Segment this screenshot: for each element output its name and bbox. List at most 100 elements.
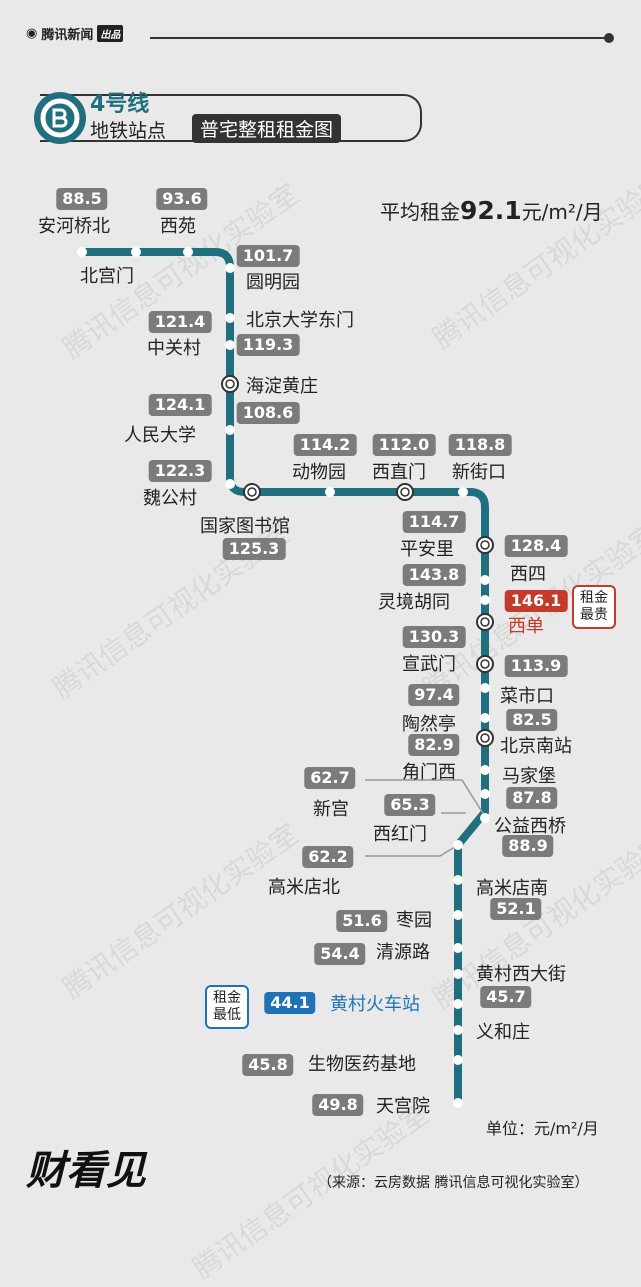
- station-marker: [453, 875, 463, 885]
- station-rent-value: 52.1: [490, 898, 542, 920]
- average-rent: 平均租金92.1元/m²/月: [380, 196, 603, 225]
- transfer-icon: [480, 659, 490, 669]
- header-rule-dot: [604, 33, 614, 43]
- station-name: 西苑: [160, 216, 196, 237]
- connector-line: [365, 779, 485, 816]
- source-note: （来源：云房数据 腾讯信息可视化实验室）: [318, 1175, 589, 1191]
- station-rent-value: 44.1: [264, 992, 316, 1014]
- average-prefix: 平均租金: [380, 200, 460, 224]
- subway-line-path: [82, 248, 489, 1105]
- station-marker: [453, 910, 463, 920]
- brand-logo: 财看见: [26, 1148, 146, 1194]
- connector-line: [365, 844, 459, 857]
- station-rent-value: 112.0: [372, 434, 436, 456]
- transfer-icon: [247, 487, 257, 497]
- station-marker: [183, 247, 193, 257]
- station-rent-value: 88.9: [502, 835, 554, 857]
- station-name: 清源路: [376, 942, 430, 963]
- station-rent-value: 45.8: [242, 1054, 294, 1076]
- station-name: 公益西桥: [494, 816, 566, 837]
- station-marker: [225, 425, 235, 435]
- penguin-icon: ◉: [26, 26, 38, 41]
- station-marker: [77, 247, 87, 257]
- station-marker: [453, 840, 463, 850]
- source-logo-badge: 出品: [97, 25, 124, 42]
- station-marker: [480, 683, 490, 693]
- transfer-icon: [480, 617, 490, 627]
- station-rent-value: 97.4: [408, 684, 460, 706]
- station-marker: [480, 765, 490, 775]
- station-marker: [225, 340, 235, 350]
- station-rent-value: 122.3: [148, 460, 212, 482]
- transfer-station-marker: [476, 655, 494, 673]
- station-rent-value: 62.2: [302, 846, 354, 868]
- station-name: 高米店北: [268, 877, 340, 898]
- station-name: 角门西: [402, 762, 456, 783]
- station-rent-value: 51.6: [336, 910, 388, 932]
- station-rent-value: 62.7: [304, 767, 356, 789]
- station-rent-value: 108.6: [236, 402, 300, 424]
- source-logo: ◉ 腾讯新闻 出品: [26, 24, 124, 43]
- station-marker: [225, 313, 235, 323]
- average-value: 92.1: [460, 196, 522, 225]
- header-rule: [150, 37, 608, 39]
- station-marker: [225, 479, 235, 489]
- station-marker: [453, 969, 463, 979]
- subway-logo-icon: [34, 92, 86, 144]
- station-rent-value: 124.1: [148, 394, 212, 416]
- transfer-station-marker: [476, 613, 494, 631]
- subway-line-map: [77, 247, 494, 1108]
- station-name: 国家图书馆: [200, 516, 290, 537]
- station-marker: [453, 1055, 463, 1065]
- station-name: 义和庄: [476, 1022, 530, 1043]
- station-marker: [453, 943, 463, 953]
- transfer-station-marker: [396, 483, 414, 501]
- source-logo-text: 腾讯新闻: [41, 28, 94, 43]
- station-marker: [458, 487, 468, 497]
- line-name: 4号线: [90, 92, 150, 117]
- station-marker: [480, 595, 490, 605]
- station-rent-value: 54.4: [314, 943, 366, 965]
- station-rent-value: 125.3: [222, 538, 286, 560]
- transfer-station-marker: [476, 536, 494, 554]
- station-name: 西直门: [372, 462, 426, 483]
- station-name: 北京大学东门: [246, 310, 354, 331]
- station-name: 西单: [508, 616, 544, 637]
- station-name: 北宫门: [80, 266, 134, 287]
- station-name: 菜市口: [500, 686, 554, 707]
- station-marker: [225, 263, 235, 273]
- station-name: 平安里: [400, 539, 454, 560]
- station-rent-value: 101.7: [236, 245, 300, 267]
- station-name: 中关村: [147, 338, 201, 359]
- station-name: 枣园: [396, 910, 432, 931]
- station-rent-value: 82.5: [506, 709, 558, 731]
- station-name: 马家堡: [502, 766, 556, 787]
- station-marker: [453, 1025, 463, 1035]
- station-rent-value: 87.8: [506, 787, 558, 809]
- title-highlight: 普宅整租租金图: [192, 114, 342, 143]
- station-name: 北京南站: [500, 736, 572, 757]
- station-name: 人民大学: [124, 425, 196, 446]
- station-marker: [453, 1098, 463, 1108]
- transfer-icon: [400, 487, 410, 497]
- station-name: 黄村西大街: [476, 964, 566, 985]
- station-marker: [131, 247, 141, 257]
- transfer-icon: [225, 379, 235, 389]
- station-rent-value: 114.7: [402, 511, 466, 533]
- station-rent-value: 130.3: [402, 626, 466, 648]
- station-name: 黄村火车站: [330, 994, 420, 1015]
- station-rent-value: 114.2: [293, 434, 357, 456]
- station-name: 天宫院: [376, 1096, 430, 1117]
- station-marker: [453, 999, 463, 1009]
- transfer-icon: [480, 733, 490, 743]
- station-name: 新宫: [313, 799, 349, 820]
- station-rent-value: 128.4: [504, 535, 568, 557]
- title-subtitle: 地铁站点: [90, 120, 167, 142]
- station-name: 生物医药基地: [308, 1054, 416, 1075]
- station-rent-value: 88.5: [56, 188, 108, 210]
- transfer-icon: [480, 540, 490, 550]
- station-rent-value: 119.3: [236, 334, 300, 356]
- transfer-station-marker: [243, 483, 261, 501]
- highest-rent-tag: 租金最贵: [572, 585, 616, 629]
- station-name: 灵境胡同: [378, 592, 450, 613]
